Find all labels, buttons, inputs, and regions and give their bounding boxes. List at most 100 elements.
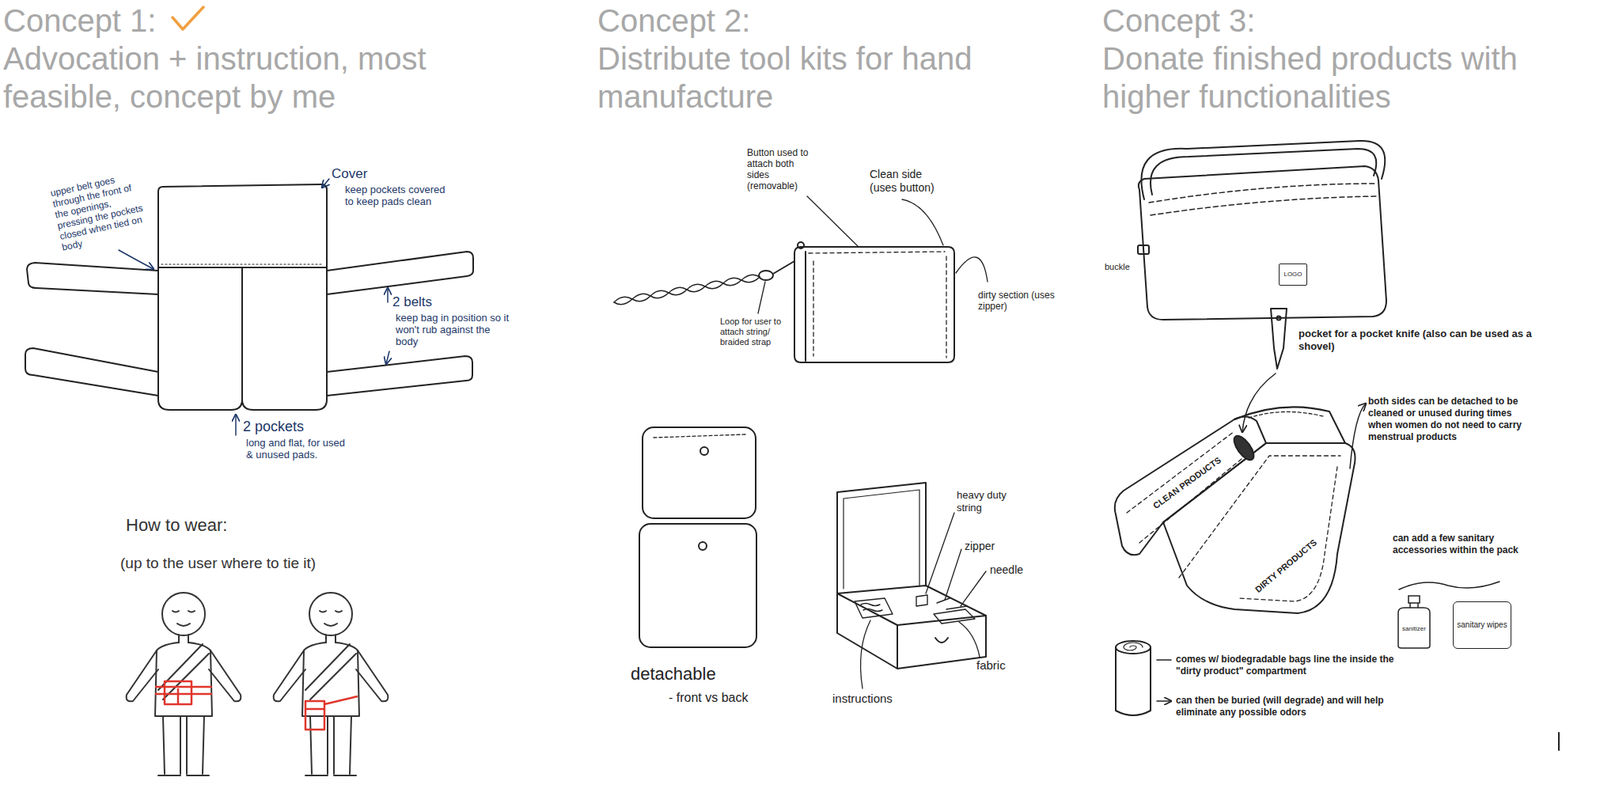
concept-heading: Concept 1: <box>3 1 156 40</box>
leader-arrow <box>386 351 390 364</box>
callout-note: dirty section (uses zipper) <box>978 289 1058 312</box>
part-note: - front vs back <box>668 690 748 706</box>
leader-line <box>925 512 955 594</box>
compartment-label: CLEAN PRODUCTS <box>1150 454 1223 512</box>
button <box>797 242 804 249</box>
leader-arrow <box>1242 373 1276 433</box>
belt-strap <box>326 251 474 295</box>
concept-heading: Concept 2: <box>597 1 751 40</box>
part-note: keep pockets covered to keep pads clean <box>345 183 450 208</box>
belt-strap <box>326 356 473 396</box>
kit-rim <box>837 585 986 626</box>
buckle-symbol <box>1137 245 1149 255</box>
pocket-outline <box>242 267 327 410</box>
callout-note: comes w/ biodegradable bags line the ins… <box>1175 653 1398 678</box>
node-text: sanitary wipes <box>1456 620 1507 630</box>
check-mark <box>172 7 204 30</box>
leader-arrow <box>235 414 237 436</box>
knife-pocket <box>1230 432 1258 464</box>
bottle-outline <box>1395 595 1434 649</box>
sanitizer-bottle: sanitizer <box>1395 595 1434 649</box>
pouch-outline <box>794 246 955 363</box>
worn-bag <box>155 681 358 730</box>
cover-flap <box>158 184 327 268</box>
node-text: LOGO <box>1283 270 1302 279</box>
instruction-heading: How to wear: <box>125 514 228 537</box>
leader-arrow <box>118 250 154 270</box>
detachable-side <box>639 523 757 648</box>
kit-bag-sketch <box>1114 140 1559 751</box>
side-panel <box>804 251 807 361</box>
worn-pockets <box>305 696 358 730</box>
leader-line <box>960 571 986 607</box>
kit-base <box>837 593 986 669</box>
part-name: heavy duty string <box>956 489 1009 515</box>
shoulder-strap <box>1141 140 1385 200</box>
part-name: 2 pockets <box>242 417 304 436</box>
concept-heading: Concept 3: <box>1102 1 1255 40</box>
node-text: sanitizer <box>1402 625 1426 634</box>
bottle-outline <box>1398 595 1430 649</box>
leader-line <box>955 257 988 282</box>
callout-note: Loop for user to attach string/ braided … <box>720 316 785 348</box>
braided-strap <box>614 274 760 304</box>
instruction-sheet <box>854 598 893 619</box>
fabric-piece <box>933 609 975 624</box>
string-spool <box>916 595 928 607</box>
zipper-section <box>1234 406 1346 444</box>
leader-arrow <box>1349 403 1366 469</box>
leader-line <box>758 281 766 314</box>
part-note: detachable <box>630 663 717 686</box>
kit-lid <box>843 489 920 589</box>
button <box>700 447 709 455</box>
belt-strap <box>25 348 159 396</box>
stick-figure <box>273 592 389 776</box>
leader-line <box>860 620 871 689</box>
zipper-line <box>653 434 746 438</box>
bag-outline <box>1138 166 1387 320</box>
part-name: instructions <box>832 691 893 706</box>
pouch-sketch <box>614 242 986 669</box>
concept-description: Distribute tool kits for hand manufactur… <box>597 39 1073 116</box>
concept-description: Donate finished products with higher fun… <box>1102 39 1578 116</box>
kit-lid <box>837 482 926 594</box>
note-arrow <box>1156 659 1172 702</box>
detachable-side <box>642 427 756 519</box>
part-name: fabric <box>976 658 1006 673</box>
strap-loop <box>773 261 795 274</box>
part-name: buckle <box>1104 261 1130 273</box>
bag-roll <box>1115 647 1151 716</box>
callout-note: can then be buried (will degrade) and wi… <box>1175 694 1398 719</box>
part-name: zipper <box>964 539 995 554</box>
bag-roll <box>1115 640 1151 654</box>
knife-rivet <box>1277 316 1282 321</box>
stitch-line <box>161 263 324 265</box>
part-name: 2 belts <box>392 294 433 311</box>
dirty-compartment <box>1163 443 1356 614</box>
edge-mark <box>1558 732 1560 751</box>
leader-line <box>959 621 980 657</box>
callout-note: upper belt goes through the front of the… <box>49 169 150 253</box>
part-name: Cover <box>331 166 368 182</box>
logo-patch: LOGO <box>1278 263 1308 286</box>
worn-pockets <box>164 681 192 705</box>
leader-line <box>807 196 859 247</box>
callout-note: both sides can be detached to be cleaned… <box>1368 395 1539 444</box>
instruction-note: (up to the user where to tie it) <box>120 553 316 573</box>
zipper-line <box>1248 411 1324 418</box>
callout-note: pocket for a pocket knife (also can be u… <box>1298 327 1568 353</box>
wipes-pack: sanitary wipes <box>1452 601 1512 649</box>
compartment-label: DIRTY PRODUCTS <box>1252 536 1320 595</box>
callout-note: Button used to attach both sides (remova… <box>746 147 819 192</box>
part-note: long and flat, for used & unused pads. <box>246 436 348 461</box>
stick-figure <box>126 592 242 776</box>
leader-lines <box>118 178 390 436</box>
accessory-brace <box>1399 581 1500 590</box>
callout-note: Clean side (uses button) <box>869 167 949 195</box>
belt-strap <box>26 262 159 295</box>
concept-description: Advocation + instruction, most feasible,… <box>3 39 478 116</box>
stitch-line <box>808 251 947 358</box>
button <box>698 542 707 550</box>
